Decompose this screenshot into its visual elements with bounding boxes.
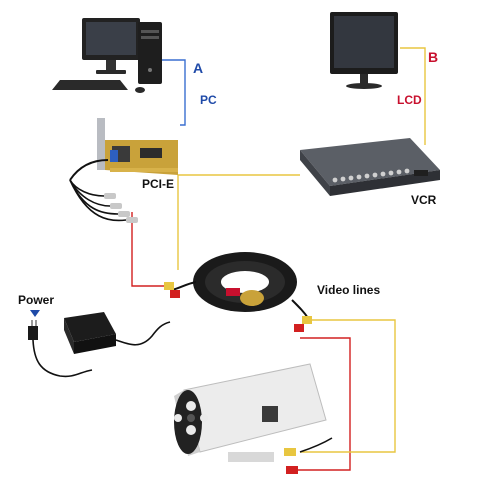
label-video-lines: Video lines xyxy=(317,283,380,297)
labels: A PC B LCD PCI-E VCR Video lines Power xyxy=(18,49,438,307)
power-arrow-icon xyxy=(30,310,40,317)
power-adapter-icon xyxy=(28,312,171,378)
wire-lcd-to-vcr xyxy=(400,47,426,145)
wire-camera-red xyxy=(298,337,351,471)
wires xyxy=(131,47,426,471)
lcd-monitor-icon xyxy=(330,12,398,89)
label-power: Power xyxy=(18,293,54,307)
label-pc: PC xyxy=(200,93,217,107)
bullet-camera-icon xyxy=(174,363,333,474)
label-pcie: PCI-E xyxy=(142,177,174,191)
cable-reel-icon xyxy=(164,252,312,332)
desktop-pc-icon xyxy=(52,18,162,93)
capture-card-icon xyxy=(69,118,178,223)
label-b: B xyxy=(428,49,438,65)
label-vcr: VCR xyxy=(411,193,437,207)
wire-pc-to-card xyxy=(160,59,186,126)
wire-camera-yellow xyxy=(300,319,396,453)
label-lcd: LCD xyxy=(397,93,422,107)
wire-card-power-red xyxy=(131,212,168,287)
label-a: A xyxy=(193,60,203,76)
vcr-dvr-icon xyxy=(300,138,440,196)
